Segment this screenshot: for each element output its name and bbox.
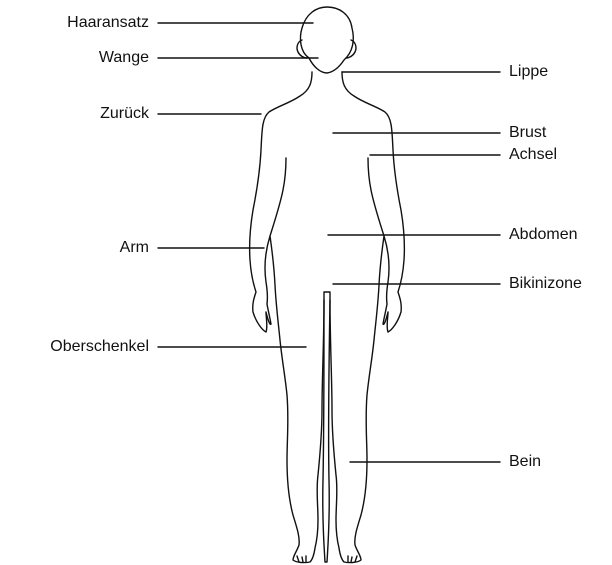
label-haaransatz: Haaransatz [67,13,149,33]
label-achsel: Achsel [509,145,557,165]
label-brust: Brust [509,123,546,143]
label-abdomen: Abdomen [509,225,578,245]
label-zurueck: Zurück [100,104,149,124]
right-foot-toes [348,556,357,562]
head-outline [300,7,353,73]
label-lippe: Lippe [509,62,548,82]
inner-leg-gap [323,292,330,562]
body-left-outline [250,72,324,563]
body-right-outline [330,72,404,563]
label-arm: Arm [120,238,149,258]
label-wange: Wange [99,48,149,68]
label-bikinizone: Bikinizone [509,274,582,294]
label-oberschenkel: Oberschenkel [50,337,149,357]
label-bein: Bein [509,452,541,472]
left-foot-toes [297,556,306,562]
